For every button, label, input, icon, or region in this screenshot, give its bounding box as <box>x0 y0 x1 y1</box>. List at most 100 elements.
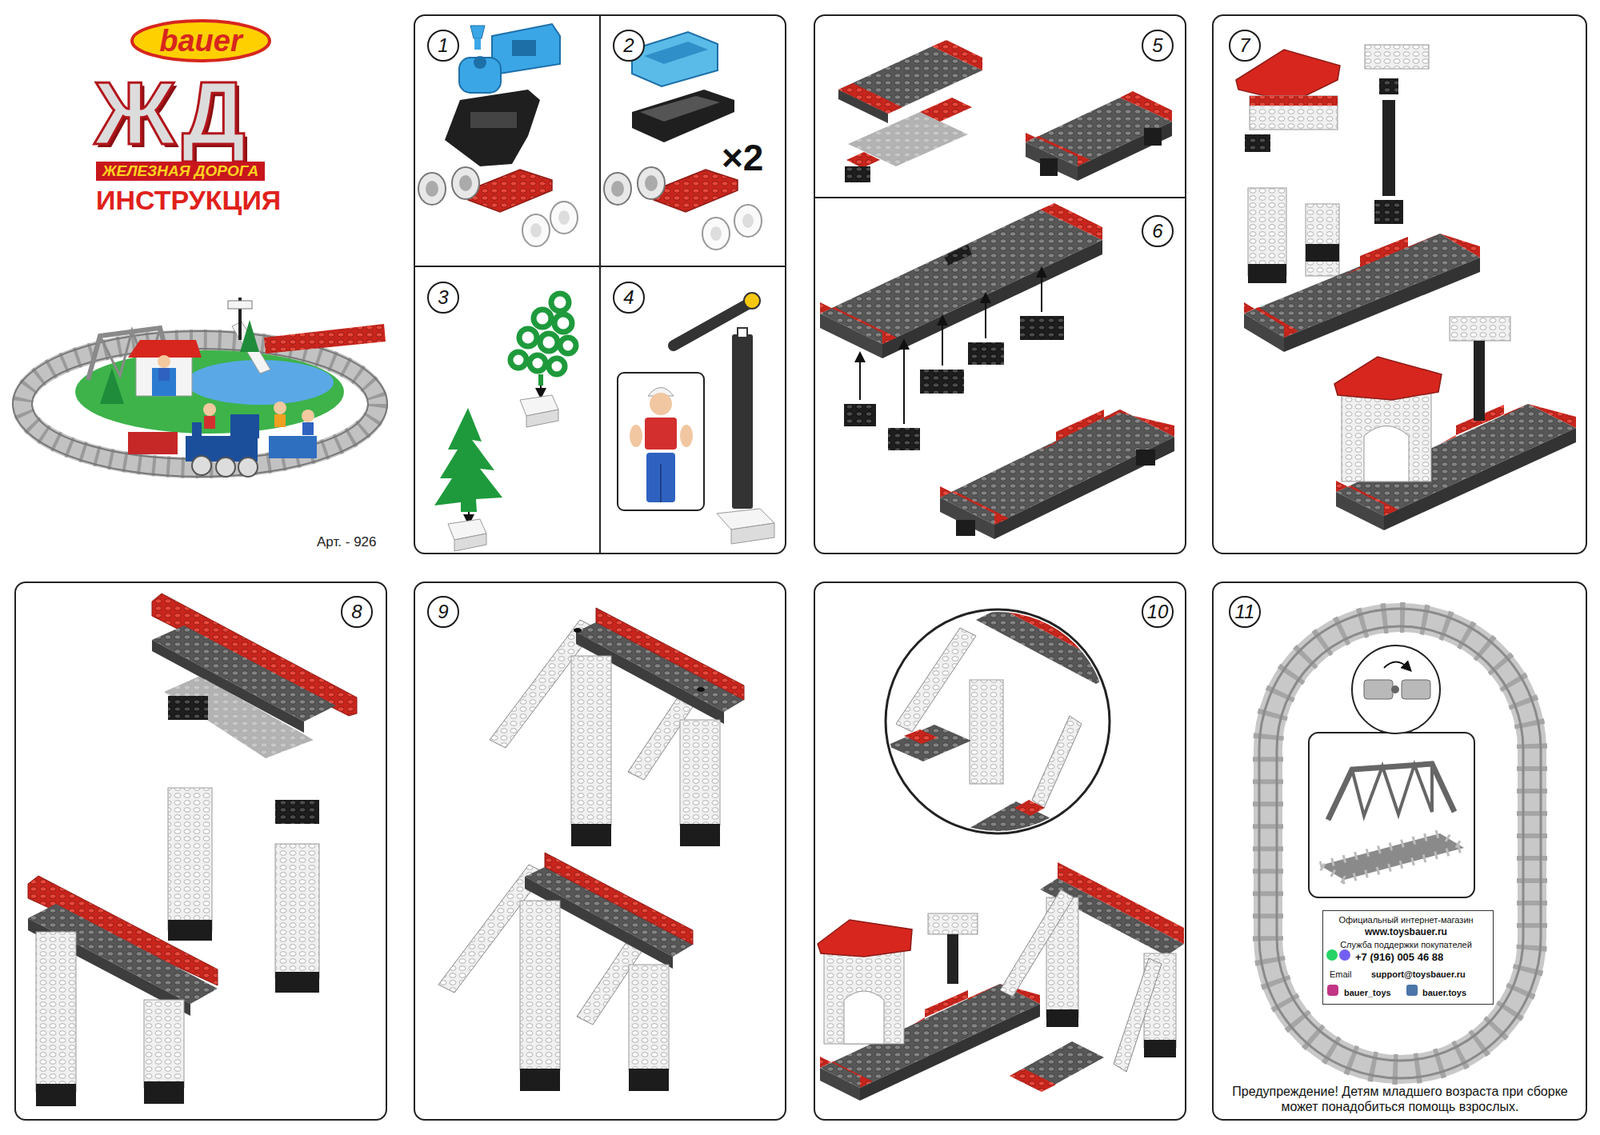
product-photo <box>268 436 317 459</box>
wagon-parts <box>640 96 720 122</box>
step-panel: 6 <box>813 196 1187 555</box>
track-oval <box>1259 608 1541 1079</box>
assembled-scene <box>817 920 912 957</box>
locomotive-parts <box>530 223 542 238</box>
zoom-detail <box>1014 800 1045 816</box>
station-parts <box>1379 78 1399 95</box>
locomotive-parts <box>512 40 536 56</box>
station-parts <box>1248 188 1287 276</box>
tree-parts <box>540 333 558 352</box>
step-number: 5 <box>1152 34 1163 56</box>
locomotive-parts <box>558 210 570 225</box>
track-oval <box>1268 617 1532 1070</box>
assembled-scene <box>844 991 884 1044</box>
station-parts <box>1382 100 1396 196</box>
platform-parts <box>820 302 897 344</box>
platform-parts <box>820 313 883 359</box>
tree-parts <box>434 293 576 552</box>
plate-parts <box>920 97 972 122</box>
step-number: 6 <box>1152 220 1163 242</box>
step-number-circle: 6 <box>1141 215 1174 248</box>
track-inset <box>1308 645 1475 898</box>
plate-parts <box>932 40 983 71</box>
step-number-circle: 5 <box>1141 29 1174 62</box>
step-panel: 3 <box>413 265 601 555</box>
assembled-scene <box>1009 1068 1056 1092</box>
step-number: 4 <box>623 286 634 308</box>
product-photo <box>100 368 124 404</box>
contact-text: support@toysbauer.ru <box>1371 969 1466 980</box>
assembled-scene <box>820 984 1040 1088</box>
step-number-circle: 3 <box>427 281 460 314</box>
wagon-parts <box>702 217 730 250</box>
locomotive-parts <box>425 180 439 197</box>
tree-parts <box>468 512 470 520</box>
contact-box-ground <box>1326 949 1338 961</box>
contact-text: Email <box>1329 969 1352 980</box>
step-panel: 11Официальный интернет-магазинwww.toysba… <box>1212 581 1588 1121</box>
step-number: 9 <box>437 600 448 623</box>
zoom-detail <box>969 680 1004 784</box>
step-panel: 8 <box>14 581 388 1121</box>
locomotive-parts <box>418 172 446 205</box>
heading: ИНСТРУКЦИЯ <box>96 184 281 216</box>
track-inset <box>1328 764 1455 820</box>
bridge-with-stairs <box>438 852 693 1092</box>
lamp-and-figure <box>680 424 693 448</box>
logo-oval <box>132 20 270 61</box>
tree-parts <box>533 309 552 328</box>
plate-parts <box>1040 158 1058 176</box>
step-panel: 2 <box>599 14 787 268</box>
bridge-with-stairs <box>628 964 669 1071</box>
bridge-parts <box>144 1000 184 1088</box>
tree-parts <box>510 352 527 368</box>
warning-note: Предупреждение! Детям младшего возраста … <box>1222 1084 1578 1115</box>
assembled-scene <box>1046 1009 1079 1028</box>
locomotive-parts <box>474 38 481 50</box>
platform-parts <box>944 244 972 266</box>
platform-parts <box>994 436 1175 540</box>
zoom-detail <box>904 729 938 744</box>
bridge-parts <box>36 932 76 1092</box>
product-photo <box>216 457 236 477</box>
lamp-and-figure <box>731 523 775 544</box>
station-parts <box>1440 404 1576 444</box>
locomotive-parts <box>452 167 480 200</box>
step-number-circle: 1 <box>427 29 460 62</box>
bridge-parts <box>168 788 212 931</box>
product-photo <box>22 340 378 468</box>
assembled-scene <box>820 1056 873 1088</box>
article-number: Арт. - 926 <box>316 534 377 551</box>
step-number: 8 <box>351 600 362 623</box>
contact-text: Официальный интернет-магазин <box>1323 915 1489 925</box>
locomotive-parts <box>470 25 485 39</box>
tree-parts <box>434 408 503 512</box>
contact-text: +7 (916) 005 46 88 <box>1355 951 1444 964</box>
product-photo <box>12 331 388 477</box>
track-oval <box>1268 617 1532 1070</box>
product-photo <box>192 422 202 437</box>
contact-box-ground <box>1320 908 1489 1004</box>
station-parts <box>1336 492 1384 531</box>
station-parts <box>1249 96 1338 106</box>
platform-parts <box>1136 449 1156 466</box>
tree-parts <box>538 374 544 386</box>
locomotive-parts <box>459 175 472 192</box>
station-parts <box>1374 200 1404 224</box>
assembled-scene <box>947 934 959 984</box>
tree-parts <box>454 533 487 552</box>
platform-parts <box>920 369 964 394</box>
zoom-detail <box>976 608 1120 684</box>
bridge-with-stairs <box>680 824 720 847</box>
tree-parts <box>529 355 546 372</box>
platform-parts <box>882 240 1103 359</box>
step-panel: 7 <box>1212 14 1588 555</box>
step-panel: 1 <box>413 14 601 268</box>
locomotive-parts <box>473 56 487 69</box>
zoom-detail <box>885 592 1120 858</box>
step-number-circle: 10 <box>1141 596 1174 628</box>
wagon-parts <box>632 32 718 87</box>
zoom-detail <box>886 724 972 762</box>
track-inset <box>1364 680 1393 700</box>
